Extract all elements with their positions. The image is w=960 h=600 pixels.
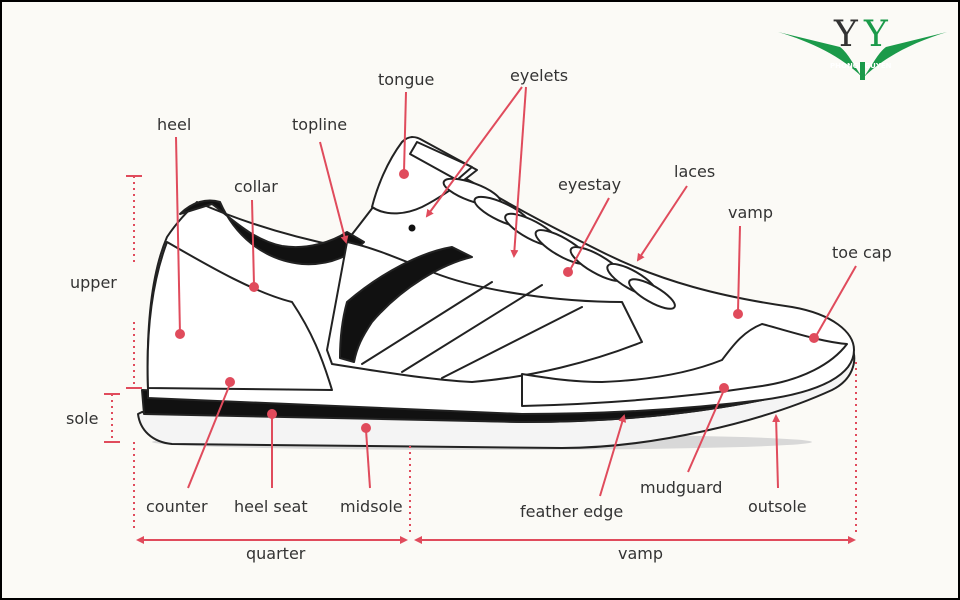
- label-midsole: midsole: [340, 497, 403, 516]
- logo-letter-1: Y: [833, 14, 859, 55]
- label-topline: topline: [292, 115, 347, 134]
- annotations: [104, 86, 857, 544]
- tongue-shape: [371, 136, 478, 215]
- leader-heel: [175, 136, 181, 335]
- leader-vamp: [737, 225, 741, 313]
- label-counter: counter: [146, 497, 208, 516]
- leader-tongue: [403, 91, 407, 173]
- laces-group: [442, 177, 676, 310]
- leader-topline: [319, 141, 349, 244]
- label-quarter: quarter: [246, 544, 306, 563]
- side-stripe-1: [361, 281, 493, 365]
- leader-eyestay: [569, 197, 610, 271]
- label-toe-cap: toe cap: [832, 243, 892, 262]
- leader-toecap: [815, 265, 857, 337]
- leader-eyelets-1: [425, 86, 523, 218]
- leader-outsole: [772, 414, 781, 489]
- label-collar: collar: [234, 177, 278, 196]
- leader-eyelets-2: [510, 86, 527, 258]
- side-stripe-black: [339, 246, 473, 363]
- leader-mudguard: [687, 389, 725, 473]
- label-heel: heel: [157, 115, 191, 134]
- eyelet-dot: [408, 224, 416, 232]
- logo-leaf-right: [864, 32, 947, 77]
- label-vamp-bottom: vamp: [618, 544, 663, 563]
- label-eyestay: eyestay: [558, 175, 621, 194]
- leader-midsole: [365, 429, 371, 489]
- leader-laces: [636, 185, 688, 262]
- leader-counter: [187, 383, 231, 489]
- label-outsole: outsole: [748, 497, 807, 516]
- side-stripe-2: [401, 284, 543, 373]
- label-upper: upper: [70, 273, 117, 292]
- label-feather-edge: feather edge: [520, 502, 623, 521]
- label-laces: laces: [674, 162, 715, 181]
- side-stripe-3: [441, 306, 583, 379]
- label-tongue: tongue: [378, 70, 434, 89]
- leader-collar: [251, 199, 255, 286]
- mudguard-shape: [521, 323, 848, 407]
- leader-feather-edge: [599, 414, 627, 497]
- label-eyelets: eyelets: [510, 66, 568, 85]
- logo-stem: [860, 62, 865, 80]
- label-sole: sole: [66, 409, 98, 428]
- label-mudguard: mudguard: [640, 478, 722, 497]
- labels: heel topline tongue eyelets collar eyest…: [66, 66, 892, 563]
- label-vamp-top: vamp: [728, 203, 773, 222]
- label-heel-seat: heel seat: [234, 497, 308, 516]
- logo-leaf-left: [778, 32, 862, 77]
- brand-logo: Y Y PHONGNGUYEN: [778, 14, 947, 80]
- shoe-illustration: [137, 136, 856, 450]
- heel-counter-shape: [146, 241, 333, 391]
- logo-letter-2: Y: [863, 14, 889, 55]
